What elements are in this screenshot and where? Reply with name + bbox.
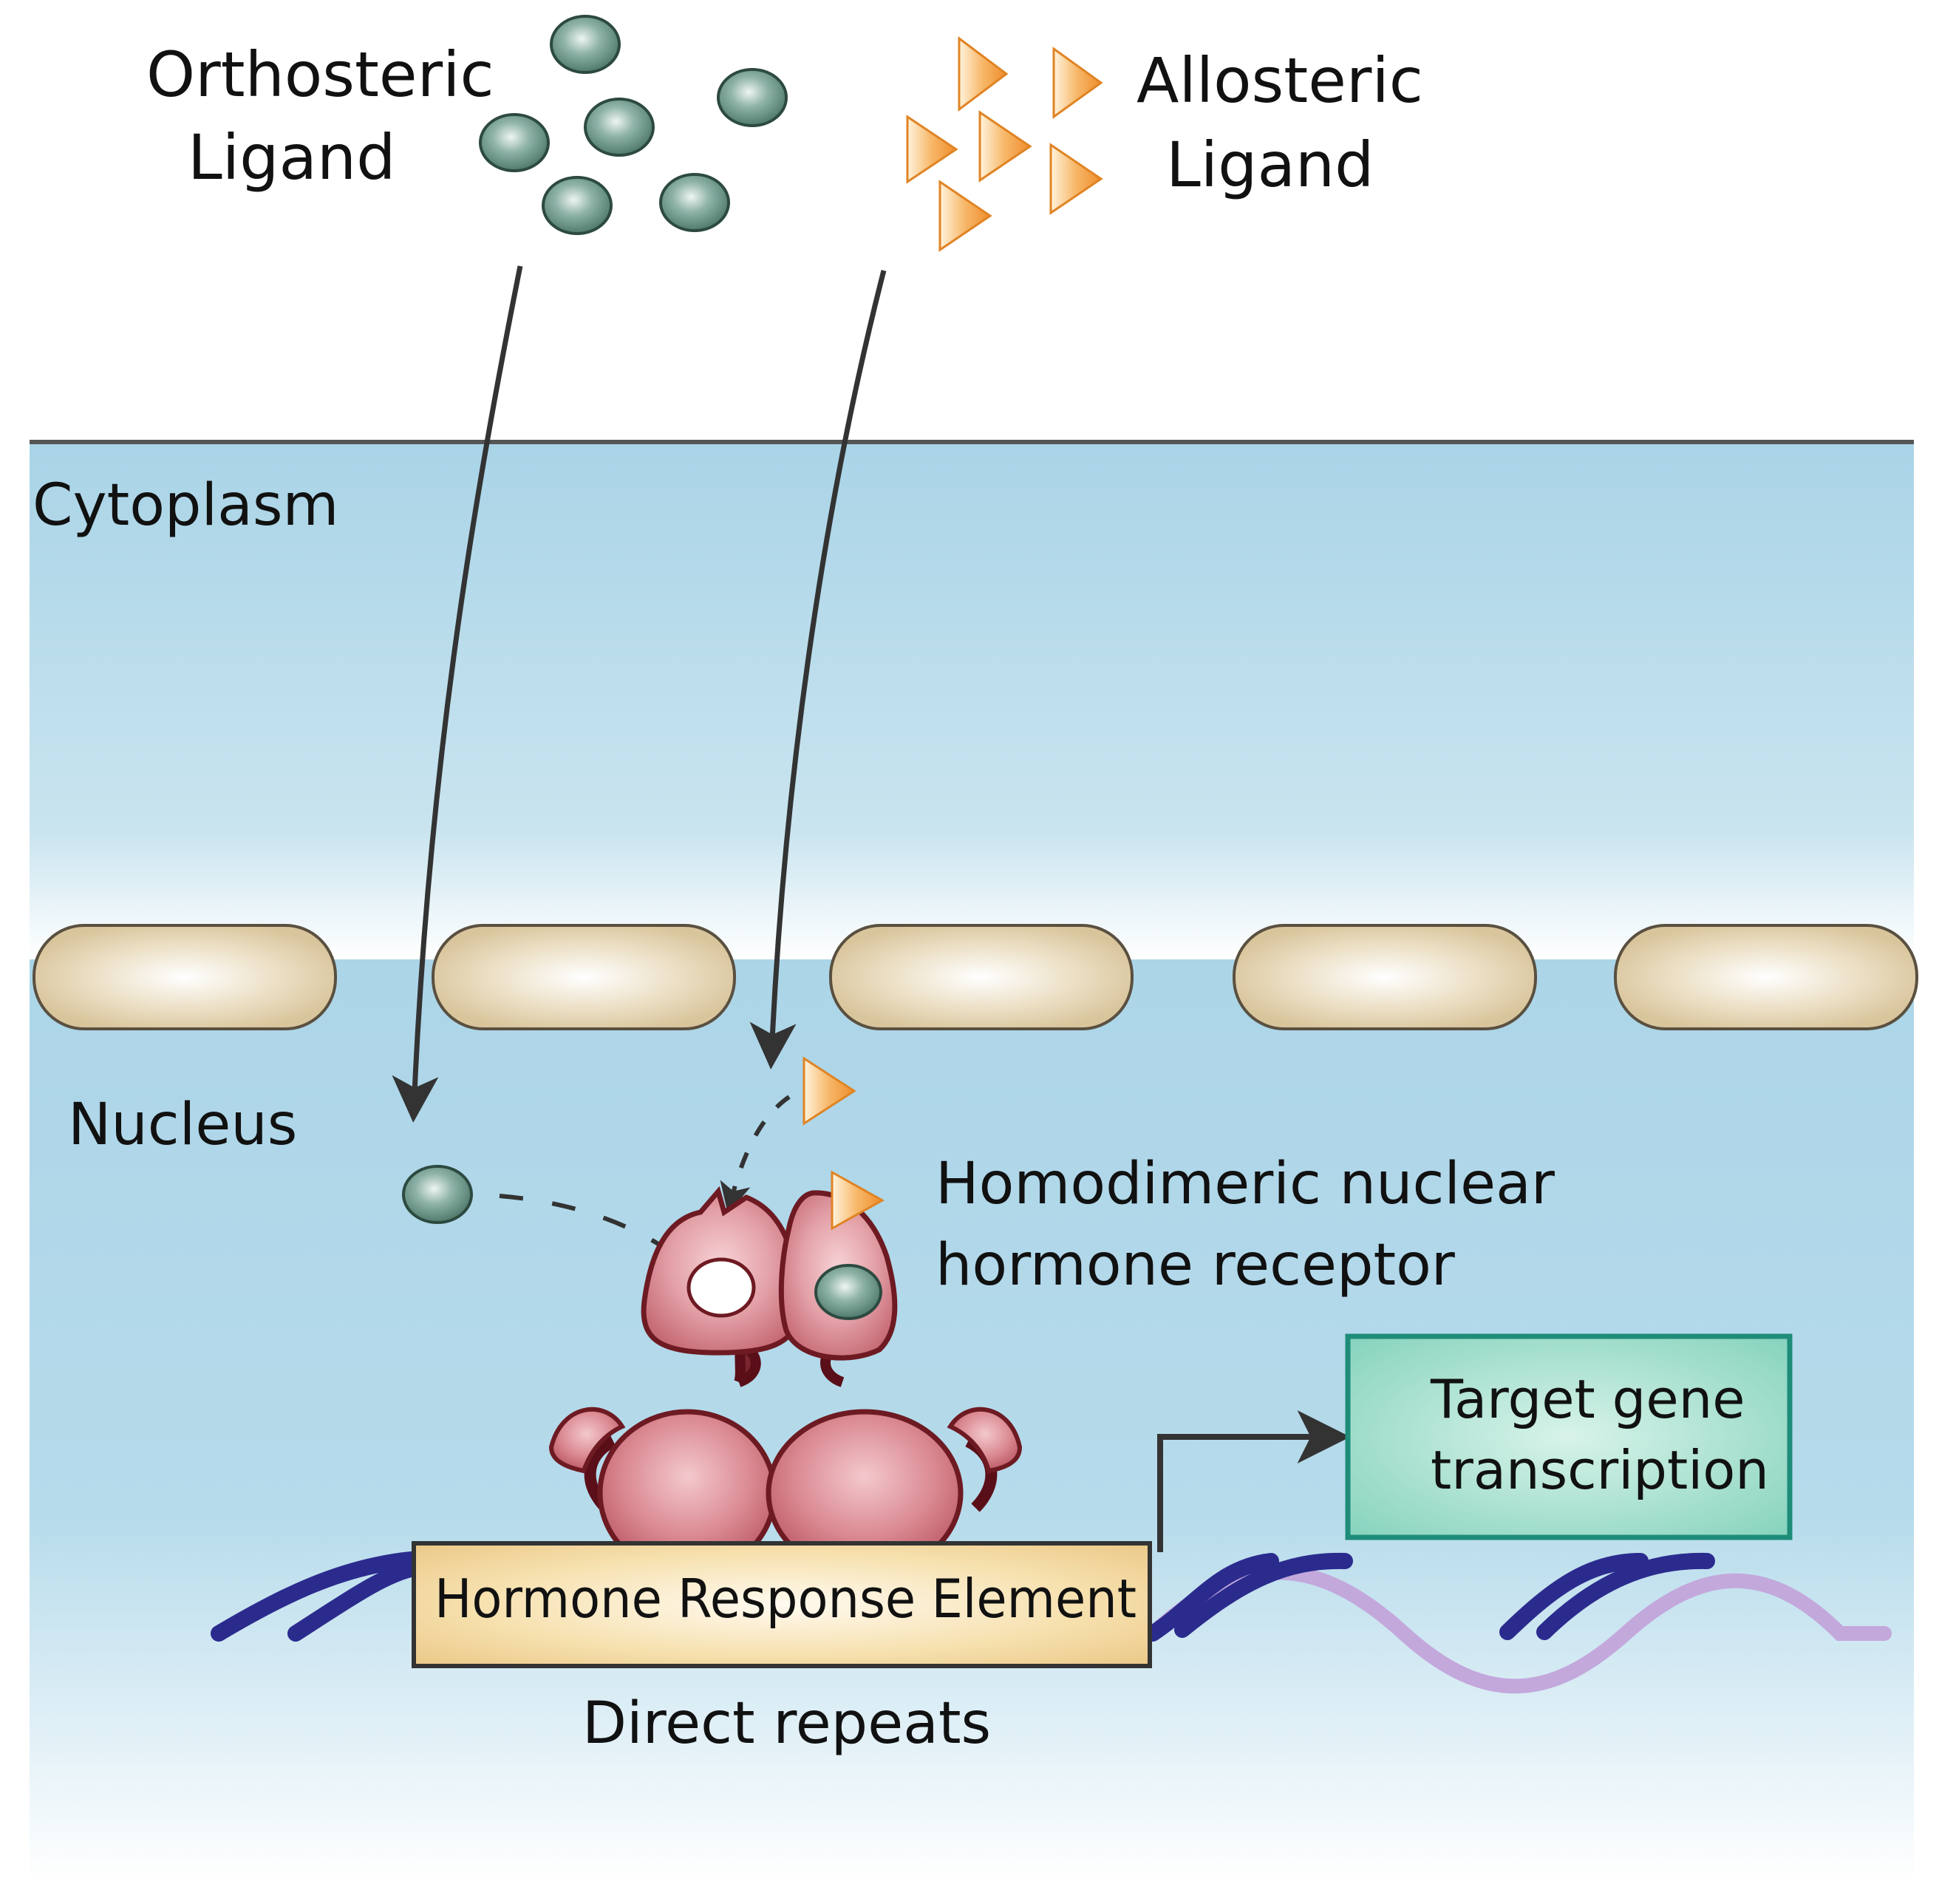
receptor-knob-left xyxy=(548,1407,626,1474)
orthosteric-path-arrow xyxy=(392,265,523,1123)
orthosteric-label-line2: Ligand xyxy=(188,121,396,194)
orthosteric-ligand-icon xyxy=(659,173,730,232)
receptor-knob-right xyxy=(947,1407,1023,1474)
allosteric-binding-arrow xyxy=(720,1095,791,1214)
nucleus-label: Nucleus xyxy=(68,1092,297,1158)
orthosteric-label-line1: Orthosteric xyxy=(146,38,494,111)
orthosteric-ligand-icon xyxy=(717,68,788,127)
allosteric-label-line1: Allosteric xyxy=(1137,44,1423,117)
orthosteric-ligand-icon xyxy=(402,1165,473,1224)
orthosteric-ligand-icon xyxy=(584,98,655,157)
nuclear-pore-icon xyxy=(1233,924,1537,1030)
nuclear-pore-icon xyxy=(829,924,1134,1030)
dna-helix-icon xyxy=(211,1551,1892,1694)
orthosteric-ligand-icon xyxy=(550,15,621,74)
target-gene-label-line1: Target gene xyxy=(1430,1368,1745,1430)
bound-allosteric-ligand-icon xyxy=(831,1170,885,1231)
empty-binding-pocket xyxy=(686,1257,756,1318)
hre-label: Hormone Response Element xyxy=(435,1568,1137,1630)
transcription-arrow xyxy=(1157,1410,1351,1552)
receptor-label-line1: Homodimeric nuclear xyxy=(936,1151,1555,1217)
orthosteric-ligand-cluster xyxy=(479,15,788,235)
bound-orthosteric-ligand-icon xyxy=(814,1264,882,1320)
receptor-icon xyxy=(548,1170,1023,1577)
allosteric-ligand-icon xyxy=(906,115,958,184)
allosteric-ligand-icon xyxy=(958,36,1009,112)
allosteric-ligand-icon xyxy=(938,180,992,252)
hormone-response-element-box xyxy=(412,1541,1152,1668)
direct-repeats-label: Direct repeats xyxy=(582,1690,991,1757)
allosteric-ligand-cluster xyxy=(906,36,1103,252)
cytoplasm-region xyxy=(30,442,1914,959)
cytoplasm-label: Cytoplasm xyxy=(33,472,339,539)
nuclear-envelope xyxy=(33,924,1918,1030)
orthosteric-ligand-icon xyxy=(542,176,613,235)
allosteric-ligand-icon xyxy=(1052,47,1103,119)
allosteric-path-arrow xyxy=(749,270,887,1070)
allosteric-label-line2: Ligand xyxy=(1166,129,1374,201)
target-gene-label-line2: transcription xyxy=(1431,1439,1769,1501)
nuclear-pore-icon xyxy=(1614,924,1918,1030)
allosteric-ligand-icon xyxy=(1049,143,1103,215)
allosteric-ligand-icon xyxy=(978,110,1032,183)
allosteric-ligand-icon xyxy=(802,1056,856,1126)
orthosteric-ligand-icon xyxy=(479,113,550,172)
receptor-label-line2: hormone receptor xyxy=(936,1232,1456,1299)
target-gene-box xyxy=(1345,1333,1793,1540)
nuclear-pore-icon xyxy=(33,924,337,1030)
nuclear-pore-icon xyxy=(432,924,736,1030)
